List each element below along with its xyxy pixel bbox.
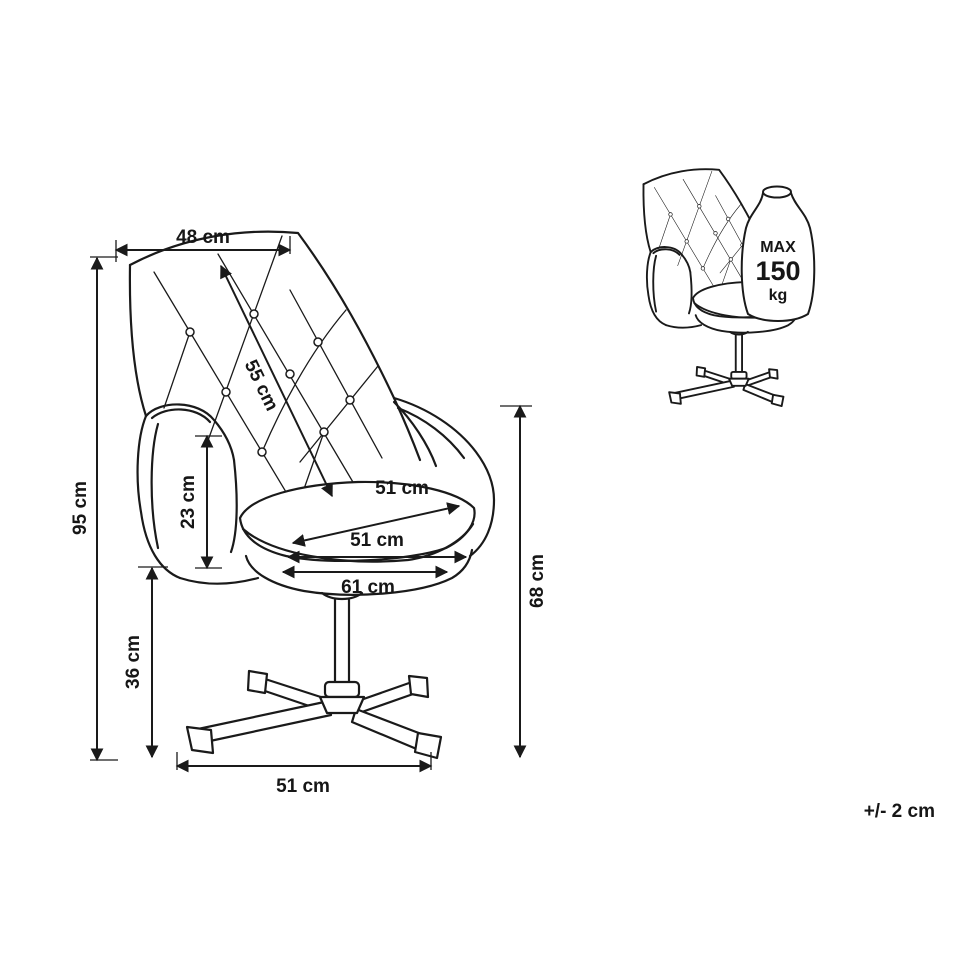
dimension-overall-width: 61 cm (281, 565, 449, 598)
dimension-base-height: 36 cm (123, 566, 159, 759)
weight-vase-shape (740, 192, 816, 322)
dimension-label-base-height: 36 cm (123, 635, 144, 689)
dimension-base-width: 51 cm (175, 759, 433, 797)
dimension-seat-width: 51 cm (286, 530, 468, 564)
dimension-arrow (291, 502, 461, 547)
weight-vase-mouth (762, 185, 792, 199)
dimension-backrest-diagonal: 55 cm (220, 264, 333, 498)
dimension-label-arm-to-floor: 68 cm (527, 554, 548, 608)
dimension-label-seat-depth: 51 cm (375, 478, 429, 499)
max-load-label: MAX (760, 239, 796, 256)
dimension-arm-to-floor: 68 cm (513, 404, 548, 759)
dimension-overall-height: 95 cm (70, 256, 104, 762)
dimension-arm-to-seat: 23 cm (178, 434, 214, 570)
dimension-seat-depth: 51 cm (291, 478, 461, 547)
dimension-label-backrest-diagonal: 55 cm (240, 357, 282, 415)
max-load-unit: kg (769, 287, 788, 304)
dimensions: 48 cm 95 cm 55 cm 23 cm 51 cm 51 cm 61 c… (70, 227, 548, 797)
dimension-label-arm-to-seat: 23 cm (178, 475, 199, 529)
max-load-value: 150 (755, 256, 800, 286)
dimension-label-seat-width: 51 cm (350, 530, 404, 551)
dimension-label-overall-width: 61 cm (341, 577, 395, 598)
dimension-label-back-width: 48 cm (176, 227, 230, 248)
weight-marker: MAX 150 kg (740, 185, 816, 322)
dimension-label-overall-height: 95 cm (70, 481, 91, 535)
dimension-back-width: 48 cm (114, 227, 292, 257)
dimension-label-base-width: 51 cm (276, 776, 330, 797)
dimension-arrow (220, 264, 333, 498)
tolerance-note: +/- 2 cm (864, 801, 935, 822)
